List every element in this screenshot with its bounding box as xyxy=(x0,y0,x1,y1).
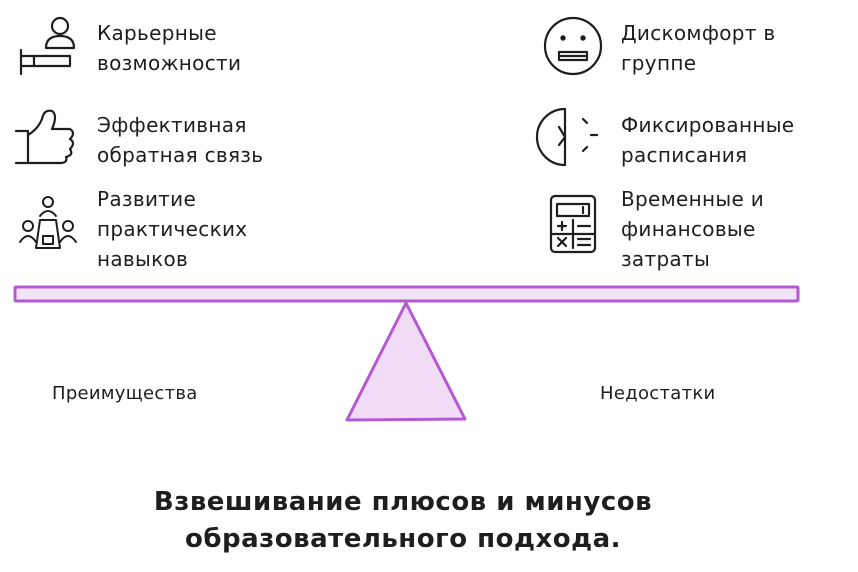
caption-line-2: образовательного подхода. xyxy=(184,524,622,554)
fulcrum-triangle xyxy=(345,301,467,422)
thumbs-up-icon xyxy=(14,107,75,167)
con-label: Временные и финансовые затраты xyxy=(621,187,765,271)
pro-label: Развитие практических навыков xyxy=(97,187,248,271)
cons-heading: Недостатки xyxy=(600,383,716,404)
con-label: Дискомфорт в группе xyxy=(621,21,776,75)
half-clock-icon xyxy=(535,107,603,167)
pros-heading: Преимущества xyxy=(52,383,198,404)
balance-beam xyxy=(13,285,800,303)
group-people-icon xyxy=(18,196,78,256)
con-label: Фиксированные расписания xyxy=(621,113,795,167)
diagram-caption: Взвешивание плюсов и минусов образовател… xyxy=(0,484,806,558)
pro-label: Эффективная обратная связь xyxy=(97,113,264,167)
career-person-icon xyxy=(14,16,76,76)
pro-label: Карьерные возможности xyxy=(97,21,242,75)
uncomfortable-face-icon xyxy=(543,16,603,76)
calculator-icon xyxy=(547,194,607,254)
caption-line-1: Взвешивание плюсов и минусов xyxy=(153,487,653,517)
